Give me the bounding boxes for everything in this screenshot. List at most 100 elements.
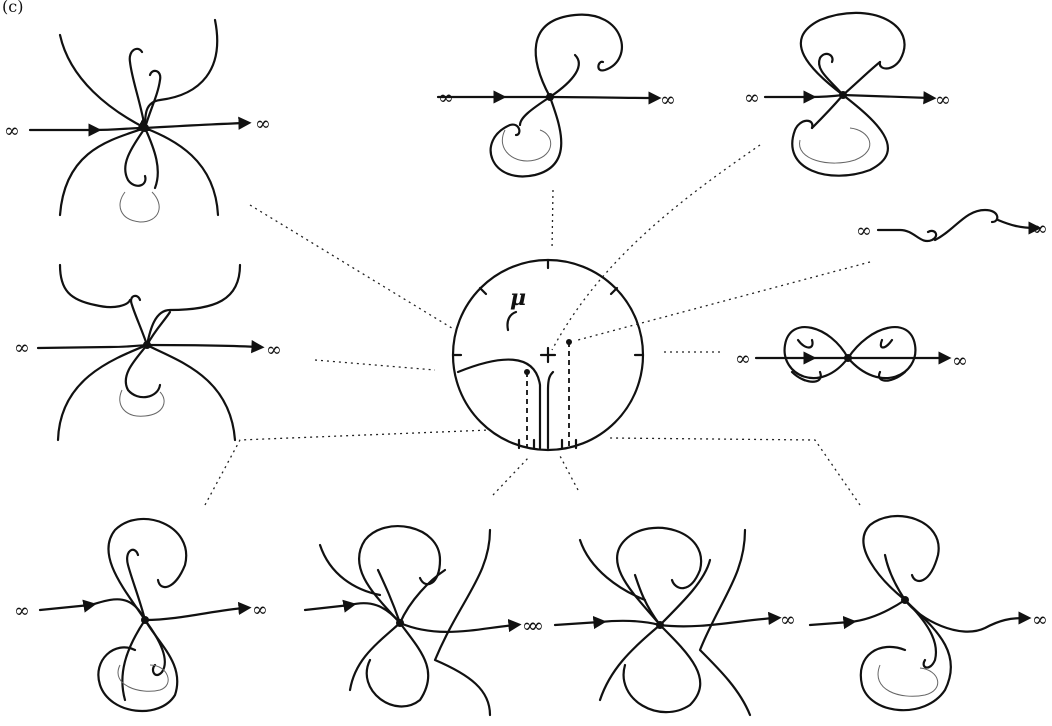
spiral (790, 370, 822, 383)
trajectory (318, 543, 382, 597)
figure-corner-label: (c) (2, 0, 23, 16)
trajectory (933, 208, 999, 242)
parameter-point-left (524, 369, 530, 375)
trajectory (859, 598, 952, 712)
trajectory (841, 60, 882, 97)
trajectory (903, 598, 1032, 633)
trajectory (58, 263, 132, 309)
periodic-orbit (501, 129, 552, 162)
infinity-label: ∞ (522, 615, 538, 637)
saddle-point (141, 616, 149, 624)
right-loop (846, 326, 917, 380)
infinity-label: ∞ (528, 615, 544, 637)
connector-top-left (249, 204, 456, 331)
parameter-disk: μ (451, 258, 645, 452)
trajectory (763, 90, 845, 104)
trajectory (145, 340, 265, 354)
trajectory (28, 123, 147, 137)
infinity-label: ∞ (252, 599, 268, 621)
trajectory (810, 93, 845, 130)
connector-mid-left (314, 359, 436, 371)
parameter-label: μ (510, 285, 526, 311)
saddle-point (839, 91, 847, 99)
trajectory (126, 548, 147, 622)
saddle-point (141, 124, 149, 132)
saddle-point (143, 341, 151, 349)
bifurcation-curve-left (456, 358, 542, 450)
saddle-point (546, 93, 554, 101)
connector-bottom-1 (204, 429, 491, 506)
trajectory (145, 263, 242, 347)
trajectory (862, 515, 940, 602)
infinity-label: ∞ (255, 113, 271, 135)
trajectory (622, 623, 702, 714)
trajectory (145, 310, 172, 347)
infinity-label: ∞ (735, 348, 751, 370)
trajectory (143, 69, 162, 130)
infinity-label: ∞ (856, 220, 872, 242)
parameter-point-right (566, 339, 572, 345)
spiral (877, 370, 907, 382)
trajectory (143, 126, 220, 217)
trajectory (58, 126, 147, 217)
trajectory (658, 558, 712, 627)
trajectory (143, 126, 159, 190)
connector-right-upper (577, 261, 871, 341)
trajectory (548, 91, 662, 105)
phase-portrait-right-upper: ∞ ∞ (856, 208, 1048, 243)
trajectory (903, 598, 938, 669)
phase-portrait-bottom-2: ∞ (303, 525, 538, 717)
trajectory (398, 618, 522, 633)
trajectory (398, 568, 447, 625)
trajectory (121, 618, 147, 702)
trajectory (598, 623, 662, 702)
phase-portrait-bottom-3: ∞ ∞ (528, 526, 796, 717)
infinity-label: ∞ (14, 337, 30, 359)
infinity-label: ∞ (744, 87, 760, 109)
spiral (879, 338, 894, 349)
phase-portrait-bottom-1: ∞ ∞ (14, 517, 268, 713)
trajectory (143, 18, 219, 130)
infinity-label: ∞ (935, 89, 951, 111)
connector-top-right (551, 144, 761, 351)
trajectory (38, 598, 147, 622)
trajectory (996, 218, 1042, 235)
connector-bottom-2 (492, 455, 531, 496)
trajectory (489, 95, 563, 178)
trajectory (143, 601, 252, 622)
periodic-orbit (119, 191, 160, 223)
spiral (796, 338, 814, 349)
trajectory (365, 621, 430, 708)
phase-portrait-bottom-4: ∞ (808, 515, 1048, 712)
trajectory (883, 553, 907, 602)
phase-portrait-top-center: ∞ ∞ (436, 13, 676, 178)
phase-portrait-right-lower: ∞ ∞ (735, 326, 968, 383)
trajectory (56, 343, 149, 442)
periodic-orbit (877, 664, 938, 697)
infinity-label: ∞ (266, 339, 282, 361)
phase-portrait-mid-left: ∞ ∞ (14, 263, 282, 442)
trajectory (58, 33, 151, 132)
periodic-orbit (119, 389, 165, 417)
saddle-point (844, 354, 852, 362)
trajectory (534, 13, 623, 99)
mu-pointer (506, 310, 518, 332)
trajectory (817, 52, 845, 97)
trajectory (36, 343, 149, 350)
infinity-label: ∞ (1032, 218, 1048, 240)
trajectory (548, 53, 580, 99)
periodic-orbit (799, 127, 871, 164)
trajectory (791, 93, 889, 177)
trajectory (128, 47, 147, 130)
trajectory (348, 621, 402, 692)
phase-portrait-top-right: ∞ ∞ (744, 11, 951, 177)
infinity-label: ∞ (4, 120, 20, 142)
trajectory (799, 11, 906, 97)
trajectory (107, 517, 188, 622)
connector-bottom-4 (609, 437, 861, 506)
trajectory (553, 615, 662, 630)
saddle-point (901, 596, 909, 604)
disk-tick-upper-right (609, 286, 619, 296)
trajectory (876, 228, 938, 243)
